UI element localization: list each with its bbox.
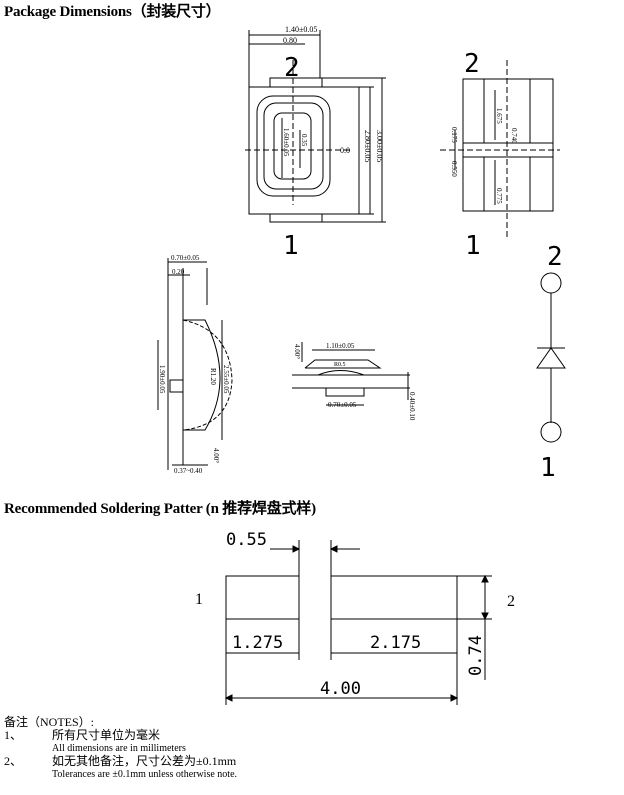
top-height-dim: 2.80±0.05 — [363, 130, 372, 162]
side-radius: R1.20 — [209, 368, 217, 385]
note-2-number: 2、 — [4, 754, 23, 768]
top-inner-dim: 0.80 — [283, 36, 297, 45]
note-2-text-cn: 如无其他备注，尺寸公差为±0.1mm — [52, 754, 237, 768]
solder-pad-height: 0.74 — [466, 635, 486, 676]
bottom-pin-1-label: 1 — [465, 231, 481, 261]
note-2-text-en: Tolerances are ±0.1mm unless otherwise n… — [52, 769, 238, 780]
side-top-width: 0.70±0.05 — [171, 254, 200, 262]
top-pin-1-label: 1 — [283, 231, 299, 261]
top-width-dim: 1.40±0.05 — [285, 25, 317, 34]
soldering-pattern-title: Recommended Soldering Patter (n 推荐焊盘式样) — [4, 501, 316, 517]
solder-gap-dim: 0.55 — [226, 530, 267, 550]
top-view-drawing — [245, 30, 386, 223]
top-outer-height-dim: 3.00±0.05 — [375, 130, 384, 162]
front-angle: 4.00° — [293, 344, 301, 359]
schematic-pin-2: 2 — [547, 242, 563, 272]
bottom-dim-1675: 1.675 — [495, 108, 503, 124]
side-height: 2.55±0.05 — [222, 365, 230, 394]
front-top-width: 1.10±0.05 — [326, 342, 355, 350]
solder-pad-2-width: 2.175 — [370, 633, 421, 653]
solder-pad-2-label: 2 — [507, 593, 515, 610]
note-1-text-en: All dimensions are in millimeters — [52, 743, 186, 754]
solder-pad-1-width: 1.275 — [232, 633, 283, 653]
front-bottom-width: 0.70±0.05 — [328, 401, 357, 409]
schematic-pin-1: 1 — [540, 453, 556, 483]
solder-pad-1 — [225, 575, 300, 620]
top-center-mark: 0.0 — [340, 146, 350, 155]
front-view-drawing — [292, 342, 410, 406]
solder-total-width: 4.00 — [320, 679, 361, 699]
notes-title: 备注（NOTES）: — [4, 715, 95, 729]
side-bottom-width: 0.37~0.40 — [174, 467, 203, 475]
bottom-pin-2-label: 2 — [464, 49, 480, 79]
bottom-dim-0740: 0.740 — [510, 128, 518, 144]
front-arc: R0.5 — [334, 362, 346, 368]
diode-schematic — [536, 272, 566, 443]
top-inner-w-dim: 0.35 — [300, 134, 308, 147]
note-1-number: 1、 — [4, 728, 23, 742]
bottom-view-drawing — [440, 60, 560, 240]
soldering-pattern-drawing — [224, 540, 492, 705]
bottom-dim-0775: 0.775 — [495, 188, 503, 204]
side-view-drawing — [157, 258, 233, 470]
note-1-text-cn: 所有尺寸单位为毫米 — [52, 728, 161, 742]
note-1-cn: 1、 所有尺寸单位为毫米 — [4, 728, 160, 742]
bottom-dim-0550: 0.550 — [450, 161, 458, 177]
top-inner-h-dim: 1.60±0.05 — [282, 128, 290, 157]
bottom-dim-0175: 0.175 — [450, 127, 458, 143]
front-height: 0.40±0.10 — [408, 392, 416, 421]
package-dimensions-title: Package Dimensions（封装尺寸） — [4, 4, 221, 20]
note-2-cn: 2、 如无其他备注，尺寸公差为±0.1mm — [4, 754, 236, 768]
notes-section: 备注（NOTES）: 1、 所有尺寸单位为毫米 All dimensions a… — [4, 715, 237, 781]
note-2-en: Tolerances are ±0.1mm unless otherwise n… — [4, 768, 237, 781]
side-inner-height: 1.90±0.05 — [158, 365, 166, 394]
side-angle: 4.00° — [212, 448, 220, 463]
note-1-en: All dimensions are in millimeters — [4, 742, 186, 755]
solder-pad-2 — [330, 575, 458, 620]
side-top-inner: 0.20 — [172, 268, 185, 276]
solder-pad-1-label: 1 — [195, 591, 203, 608]
top-pin-2-label: 2 — [284, 53, 300, 83]
